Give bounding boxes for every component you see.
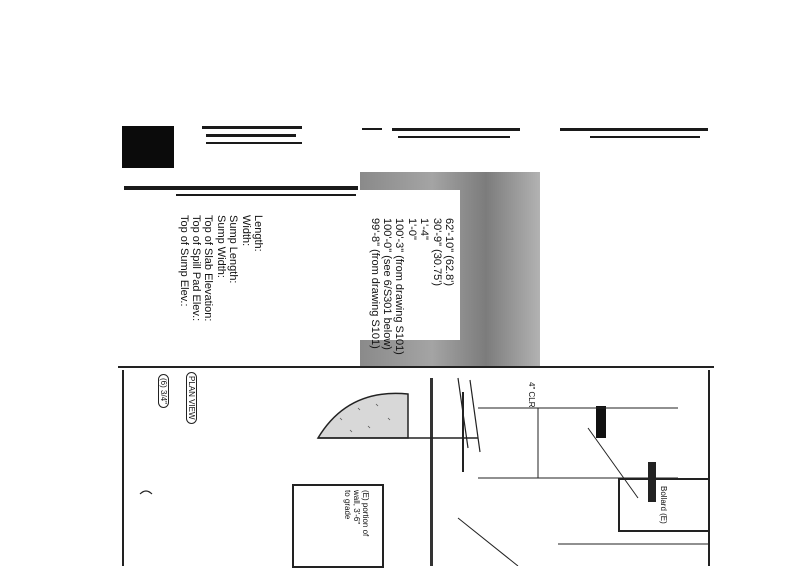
label-width: Width: [239, 215, 252, 247]
bollard-section [648, 462, 656, 502]
drawing-frame-left [122, 370, 124, 566]
sump-labels: Length: Width: Sump Length: Sump Width: … [177, 215, 264, 321]
break-symbol [139, 490, 153, 495]
company-logo [122, 126, 174, 168]
clear-cover-tag: 4" CLR [527, 382, 536, 408]
header-line [560, 128, 708, 131]
plan-view-tag: PLAN VIEW [186, 372, 197, 424]
header-line [206, 134, 296, 137]
value-width: 30'-9" (30.75') [430, 218, 443, 287]
soil-hatch [316, 392, 409, 439]
header-line [590, 136, 700, 138]
value-length: 62'-10" (62.8') [443, 218, 455, 287]
label-length: Length: [252, 215, 264, 252]
soil-dots [339, 403, 391, 433]
header-rule [124, 186, 358, 190]
value-sump-length: 1'-4" [418, 218, 431, 240]
header-line [362, 128, 382, 130]
value-spill-pad-elevation: 100'-0" (see 6/S301 below) [381, 218, 394, 350]
header-line [392, 128, 520, 131]
header-line [202, 126, 302, 129]
sump-values: 62'-10" (62.8') 30'-9" (30.75') 1'-4" 1'… [368, 218, 455, 355]
wall-section-line [430, 378, 433, 566]
value-sump-width: 1'-0" [405, 218, 418, 240]
existing-wall-note-box [292, 484, 384, 568]
section-drawing [139, 377, 708, 566]
header-rule [176, 194, 356, 196]
header-line [398, 136, 510, 138]
label-sump-width: Sump Width: [214, 215, 227, 278]
scan-panel-clear [360, 190, 460, 340]
bollard-section [596, 406, 606, 438]
rebar-tag: (6) 3/4" [158, 374, 169, 408]
value-sump-elevation: 99'-8" (from drawing S101) [368, 218, 381, 349]
label-spill-pad-elevation: Top of Spill Pad Elev.: [190, 215, 203, 322]
bollard-callout-box [618, 478, 710, 532]
label-sump-length: Sump Length: [227, 215, 240, 284]
drawing-frame-right [708, 370, 710, 566]
label-slab-elevation: Top of Slab Elevation: [202, 215, 215, 322]
existing-wall-note: (E) portion of wall, 3'-6" to grade [343, 490, 370, 537]
label-sump-elevation: Top of Sump Elev.: [177, 215, 190, 307]
wall-section-line [462, 392, 464, 472]
bollard-callout: Bollard (E) [659, 486, 668, 524]
value-slab-elevation: 100'-3" (from drawing S101) [393, 218, 406, 355]
drawing-sheet [118, 366, 714, 568]
header-line [206, 142, 302, 144]
